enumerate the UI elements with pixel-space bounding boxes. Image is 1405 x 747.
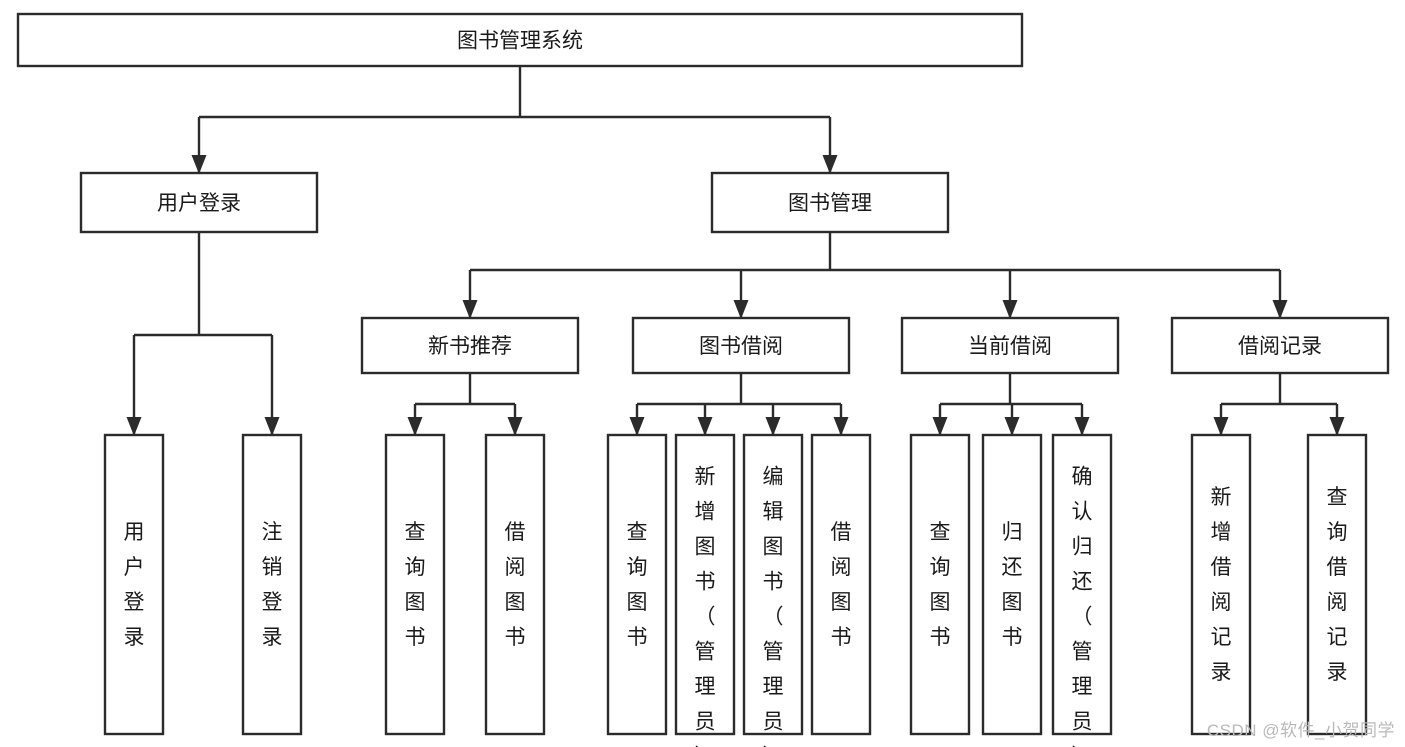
arrow-head [1213, 417, 1229, 436]
edge-group-book-borrow [629, 373, 849, 436]
arrow-head [765, 417, 781, 436]
arrow-head [822, 155, 838, 174]
arrow-head [462, 300, 478, 319]
node-label-leaf-borrow-book-1: 借阅图书 [505, 521, 526, 649]
node-leaf-borrow-book-1[interactable]: 借阅图书 [484, 433, 546, 736]
arrow-head [507, 417, 523, 436]
node-label-leaf-confirm-return: 确认归还（管理员） [1072, 465, 1093, 747]
node-box-leaf-logout[interactable] [241, 433, 303, 736]
node-box-book-manage[interactable] [710, 171, 950, 234]
node-leaf-query-book-1[interactable]: 查询图书 [384, 433, 446, 736]
node-label-root: 图书管理系统 [457, 30, 583, 53]
edge-group-user-login [126, 232, 280, 436]
node-leaf-confirm-return[interactable]: 确认归还（管理员） [1051, 433, 1113, 747]
node-label-leaf-add-book: 新增图书（管理员） [695, 465, 716, 747]
node-label-book-manage: 图书管理 [788, 192, 872, 215]
node-leaf-edit-book[interactable]: 编辑图书（管理员） [742, 433, 804, 747]
node-leaf-return-book[interactable]: 归还图书 [981, 433, 1043, 736]
node-box-leaf-query-book-2[interactable] [606, 433, 668, 736]
arrow-head [407, 417, 423, 436]
node-label-leaf-edit-book: 编辑图书（管理员） [763, 465, 784, 747]
nodes-layer: 图书管理系统用户登录图书管理新书推荐图书借阅当前借阅借阅记录用户登录注销登录查询… [16, 12, 1390, 747]
node-box-new-book-rec[interactable] [360, 316, 580, 375]
arrow-head [932, 417, 948, 436]
arrow-head [1074, 417, 1090, 436]
node-book-borrow[interactable]: 图书借阅 [631, 316, 851, 375]
node-label-new-book-rec: 新书推荐 [428, 335, 512, 358]
node-user-login[interactable]: 用户登录 [79, 171, 319, 234]
node-label-leaf-query-book-2: 查询图书 [627, 521, 648, 649]
node-box-leaf-query-book-1[interactable] [384, 433, 446, 736]
node-box-leaf-query-book-3[interactable] [909, 433, 971, 736]
node-leaf-logout[interactable]: 注销登录 [241, 433, 303, 736]
arrow-head [733, 300, 749, 319]
edge-group-borrow-record [1213, 373, 1345, 436]
node-box-leaf-confirm-return[interactable] [1051, 433, 1113, 736]
edge-group-current-borrow [932, 373, 1090, 436]
node-label-leaf-borrow-book-2: 借阅图书 [831, 521, 852, 649]
node-box-leaf-borrow-book-1[interactable] [484, 433, 546, 736]
node-box-leaf-borrow-book-2[interactable] [810, 433, 872, 736]
arrow-head [697, 417, 713, 436]
node-label-leaf-return-book: 归还图书 [1002, 521, 1023, 649]
node-box-current-borrow[interactable] [900, 316, 1120, 375]
node-label-borrow-record: 借阅记录 [1238, 335, 1322, 358]
node-label-current-borrow: 当前借阅 [968, 335, 1052, 358]
node-root[interactable]: 图书管理系统 [16, 12, 1024, 68]
node-leaf-add-book[interactable]: 新增图书（管理员） [674, 433, 736, 747]
node-leaf-user-login[interactable]: 用户登录 [103, 433, 165, 736]
node-current-borrow[interactable]: 当前借阅 [900, 316, 1120, 375]
arrow-head [191, 155, 207, 174]
node-label-leaf-query-record: 查询借阅记录 [1327, 486, 1348, 684]
node-book-manage[interactable]: 图书管理 [710, 171, 950, 234]
node-box-book-borrow[interactable] [631, 316, 851, 375]
arrow-head [833, 417, 849, 436]
node-label-user-login: 用户登录 [157, 192, 241, 215]
arrow-head [1272, 300, 1288, 319]
node-leaf-borrow-book-2[interactable]: 借阅图书 [810, 433, 872, 736]
node-leaf-add-record[interactable]: 新增借阅记录 [1190, 433, 1252, 736]
node-box-leaf-add-record[interactable] [1190, 433, 1252, 736]
node-box-leaf-return-book[interactable] [981, 433, 1043, 736]
node-box-user-login[interactable] [79, 171, 319, 234]
node-leaf-query-book-3[interactable]: 查询图书 [909, 433, 971, 736]
arrow-head [1004, 417, 1020, 436]
node-label-book-borrow: 图书借阅 [699, 335, 783, 358]
edge-group-root [191, 66, 838, 174]
node-box-leaf-add-book[interactable] [674, 433, 736, 736]
node-box-leaf-user-login[interactable] [103, 433, 165, 736]
node-label-leaf-add-record: 新增借阅记录 [1211, 486, 1232, 684]
node-leaf-query-book-2[interactable]: 查询图书 [606, 433, 668, 736]
node-label-leaf-query-book-3: 查询图书 [930, 521, 951, 649]
node-borrow-record[interactable]: 借阅记录 [1170, 316, 1390, 375]
node-box-borrow-record[interactable] [1170, 316, 1390, 375]
node-new-book-rec[interactable]: 新书推荐 [360, 316, 580, 375]
node-label-leaf-user-login: 用户登录 [124, 521, 145, 649]
edge-group-book-manage [462, 232, 1288, 319]
node-leaf-query-record[interactable]: 查询借阅记录 [1306, 433, 1368, 736]
node-box-root[interactable] [16, 12, 1024, 68]
arrow-head [264, 417, 280, 436]
edges-layer [126, 66, 1345, 436]
edge-group-new-book-rec [407, 373, 523, 436]
node-box-leaf-query-record[interactable] [1306, 433, 1368, 736]
arrow-head [126, 417, 142, 436]
arrow-head [1002, 300, 1018, 319]
node-label-leaf-logout: 注销登录 [262, 521, 283, 649]
node-label-leaf-query-book-1: 查询图书 [405, 521, 426, 649]
arrow-head [1329, 417, 1345, 436]
node-box-leaf-edit-book[interactable] [742, 433, 804, 736]
arrow-head [629, 417, 645, 436]
